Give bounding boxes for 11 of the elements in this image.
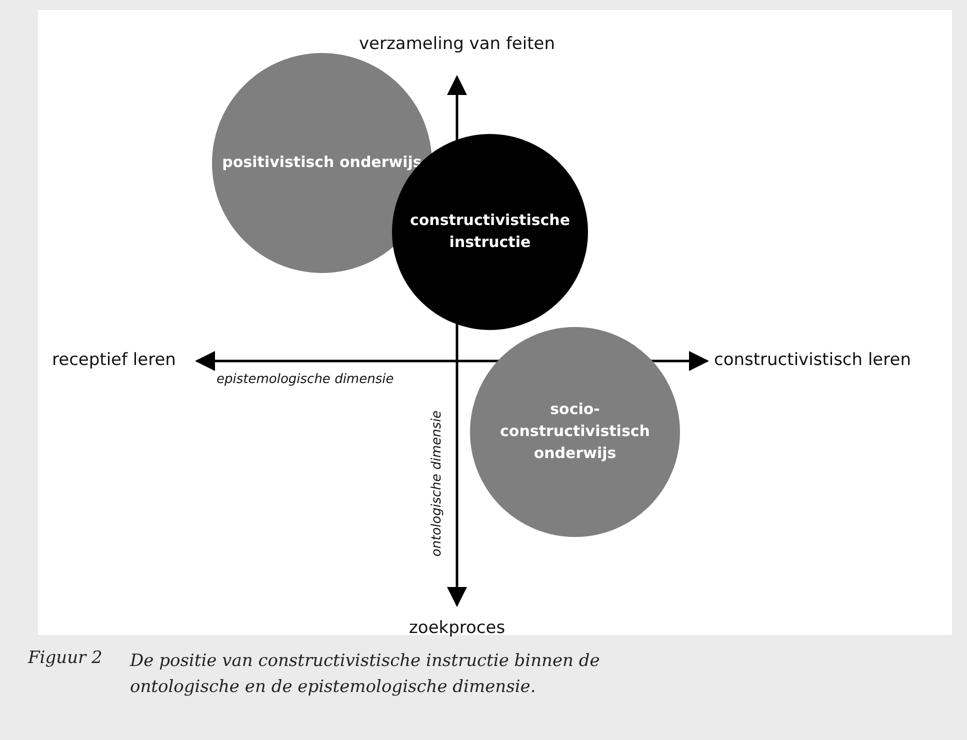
axis-end-label: constructivistisch leren [714, 350, 911, 370]
circle-label: positivistisch onderwijs [221, 152, 423, 174]
figure-caption: De positie van constructivistische instructie binnen de ontologische en de epistemologische dimensie. [130, 650, 601, 700]
circle-label: constructivistische instructie [408, 210, 572, 253]
axis-end-label: verzameling van feiten [359, 34, 556, 54]
figure-number: Figuur 2 [28, 648, 102, 668]
axis-title: ontologische dimensie [430, 410, 445, 556]
circle-label: socio-constructivistisch onderwijs [499, 399, 651, 464]
axis-end-label: receptief leren [52, 350, 176, 370]
axis-title: epistemologische dimensie [216, 372, 394, 387]
axis-end-label: zoekproces [409, 618, 506, 638]
